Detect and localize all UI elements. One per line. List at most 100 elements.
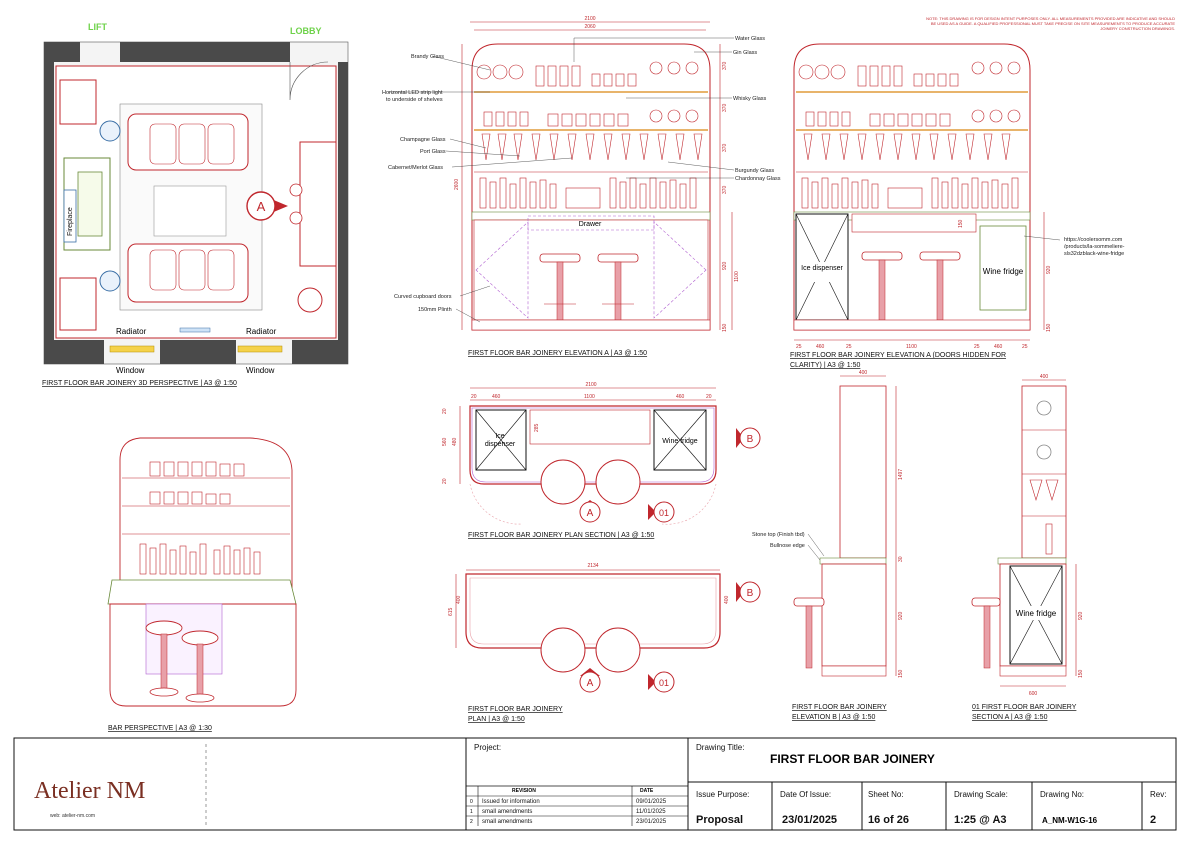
svg-text:2: 2	[470, 819, 473, 825]
window-left-label: Window	[116, 366, 145, 375]
svg-text:370: 370	[722, 185, 728, 194]
svg-text:Drawing Scale:: Drawing Scale:	[954, 790, 1008, 799]
drawer-label: Drawer	[579, 221, 602, 228]
svg-text:370: 370	[722, 61, 728, 70]
revision-0-desc: Issued for information	[482, 799, 540, 805]
svg-text:Sheet No:: Sheet No:	[868, 790, 904, 799]
svg-text:Stone top (Finish tbd): Stone top (Finish tbd)	[752, 532, 805, 538]
svg-text:Drawing No:: Drawing No:	[1040, 790, 1084, 799]
section-a-caption-2: SECTION A | A3 @ 1:50	[972, 714, 1048, 721]
wine-fridge-label: Wine fridge	[983, 267, 1024, 276]
svg-text:20: 20	[471, 394, 477, 400]
svg-text:920: 920	[1078, 611, 1084, 620]
revision-number: 2	[1150, 814, 1156, 826]
svg-text:480: 480	[452, 437, 458, 446]
disclaimer-note: NOTE: THIS DRAWING IS FOR DESIGN INTENT …	[926, 16, 1175, 31]
svg-text:2100: 2100	[585, 382, 596, 388]
svg-text:A: A	[257, 199, 266, 214]
svg-text:150: 150	[958, 219, 964, 228]
svg-text:400: 400	[456, 595, 462, 604]
svg-text:150: 150	[722, 323, 728, 332]
plan-marker-01: 01	[648, 671, 675, 693]
section-a-view: 400 Wine fridge 600 920 150 01 FIRST FLO…	[971, 374, 1084, 721]
svg-text:460: 460	[994, 344, 1003, 350]
svg-text:23/01/2025: 23/01/2025	[636, 819, 667, 825]
project-label: Project:	[474, 743, 501, 752]
plan-marker-b: B	[736, 581, 761, 603]
lobby-label: LOBBY	[290, 26, 322, 36]
plan-ice-label-2: dispenser	[485, 441, 516, 448]
svg-text:600: 600	[1029, 691, 1038, 697]
drawing-title-label: Drawing Title:	[696, 743, 744, 752]
svg-text:Port Glass: Port Glass	[420, 149, 446, 155]
svg-text:01: 01	[659, 678, 669, 688]
bar-perspective-caption: BAR PERSPECTIVE | A3 @ 1:30	[108, 725, 212, 732]
svg-text:Bullnose edge: Bullnose edge	[770, 543, 805, 549]
revision-2-desc: small amendments	[482, 819, 532, 825]
radiator-left-label: Radiator	[116, 327, 147, 336]
date-of-issue: 23/01/2025	[782, 814, 837, 826]
svg-text:25: 25	[846, 344, 852, 350]
svg-text:REVISION: REVISION	[512, 788, 536, 794]
elevation-a-caption: FIRST FLOOR BAR JOINERY ELEVATION A | A3…	[468, 350, 647, 357]
svg-text:Gin Glass: Gin Glass	[733, 50, 757, 56]
svg-text:to underside of shelves: to underside of shelves	[386, 97, 443, 103]
svg-text:Cabernet/Merlot Glass: Cabernet/Merlot Glass	[388, 165, 443, 171]
svg-text:Horizontal LED strip light: Horizontal LED strip light	[382, 90, 443, 96]
svg-text:150: 150	[1078, 669, 1084, 678]
svg-text:Rev:: Rev:	[1150, 790, 1166, 799]
perspective-3d-caption: FIRST FLOOR BAR JOINERY 3D PERSPECTIVE |…	[42, 380, 237, 387]
plan-marker-a: A	[579, 668, 601, 693]
svg-text:460: 460	[676, 394, 685, 400]
svg-text:1100: 1100	[584, 394, 595, 400]
lift-label: LIFT	[88, 22, 107, 32]
window-right-label: Window	[246, 366, 275, 375]
section-a-caption-1: 01 FIRST FLOOR BAR JOINERY	[972, 704, 1077, 711]
svg-text:1100: 1100	[906, 344, 917, 350]
svg-text:01: 01	[659, 508, 669, 518]
sheet-number: 16 of 26	[868, 814, 909, 826]
svg-text:560: 560	[442, 437, 448, 446]
svg-text:2060: 2060	[584, 24, 595, 30]
svg-text:2100: 2100	[584, 16, 595, 22]
svg-text:285: 285	[534, 423, 540, 432]
svg-text:1497: 1497	[898, 469, 904, 480]
plan-view: 2134 615 400 400 B A 01 FIRST FLOOR BAR …	[448, 563, 761, 723]
plan-wine-fridge-label: Wine fridge	[662, 438, 698, 445]
bar-perspective-view: BAR PERSPECTIVE | A3 @ 1:30	[107, 437, 297, 732]
plan-section-marker-01: 01	[648, 501, 675, 523]
svg-text:Issue Purpose:: Issue Purpose:	[696, 790, 749, 799]
svg-text:30: 30	[898, 556, 904, 562]
drawing-number: A_NM-W1G-16	[1042, 816, 1098, 825]
svg-text:400: 400	[1040, 374, 1049, 380]
plan-section-caption: FIRST FLOOR BAR JOINERY PLAN SECTION | A…	[468, 532, 654, 539]
svg-text:25: 25	[974, 344, 980, 350]
svg-text:460: 460	[816, 344, 825, 350]
svg-text:615: 615	[448, 607, 454, 616]
svg-text:Burgundy Glass: Burgundy Glass	[735, 168, 774, 174]
fireplace-label: Fireplace	[67, 207, 74, 236]
svg-text:460: 460	[492, 394, 501, 400]
plan-caption-2: PLAN | A3 @ 1:50	[468, 716, 525, 723]
svg-text:920: 920	[1046, 265, 1052, 274]
drawing-scale: 1:25 @ A3	[954, 814, 1007, 826]
elevation-a-view: 2100 2060 Drawer	[382, 16, 781, 357]
drawing-title: FIRST FLOOR BAR JOINERY	[770, 752, 935, 766]
plan-section-marker-b: B	[736, 427, 761, 449]
plan-ice-label-1: Ice	[495, 433, 504, 440]
svg-text:150: 150	[898, 669, 904, 678]
plan-caption-1: FIRST FLOOR BAR JOINERY	[468, 706, 563, 713]
svg-text:https://coolersomm.com: https://coolersomm.com	[1064, 237, 1123, 243]
issue-purpose: Proposal	[696, 814, 743, 826]
svg-text:Whisky Glass: Whisky Glass	[733, 96, 767, 102]
svg-text:25: 25	[1022, 344, 1028, 350]
svg-text:/products/la-sommeliere-: /products/la-sommeliere-	[1064, 244, 1125, 250]
company-web: web: atelier-nm.com	[50, 813, 95, 819]
svg-text:sls32dzblack-wine-fridge: sls32dzblack-wine-fridge	[1064, 251, 1124, 257]
svg-text:DATE: DATE	[640, 788, 654, 794]
svg-text:150mm Plinth: 150mm Plinth	[418, 307, 452, 313]
svg-text:400: 400	[724, 595, 730, 604]
svg-text:Brandy Glass: Brandy Glass	[411, 54, 444, 60]
radiator-right-label: Radiator	[246, 327, 277, 336]
